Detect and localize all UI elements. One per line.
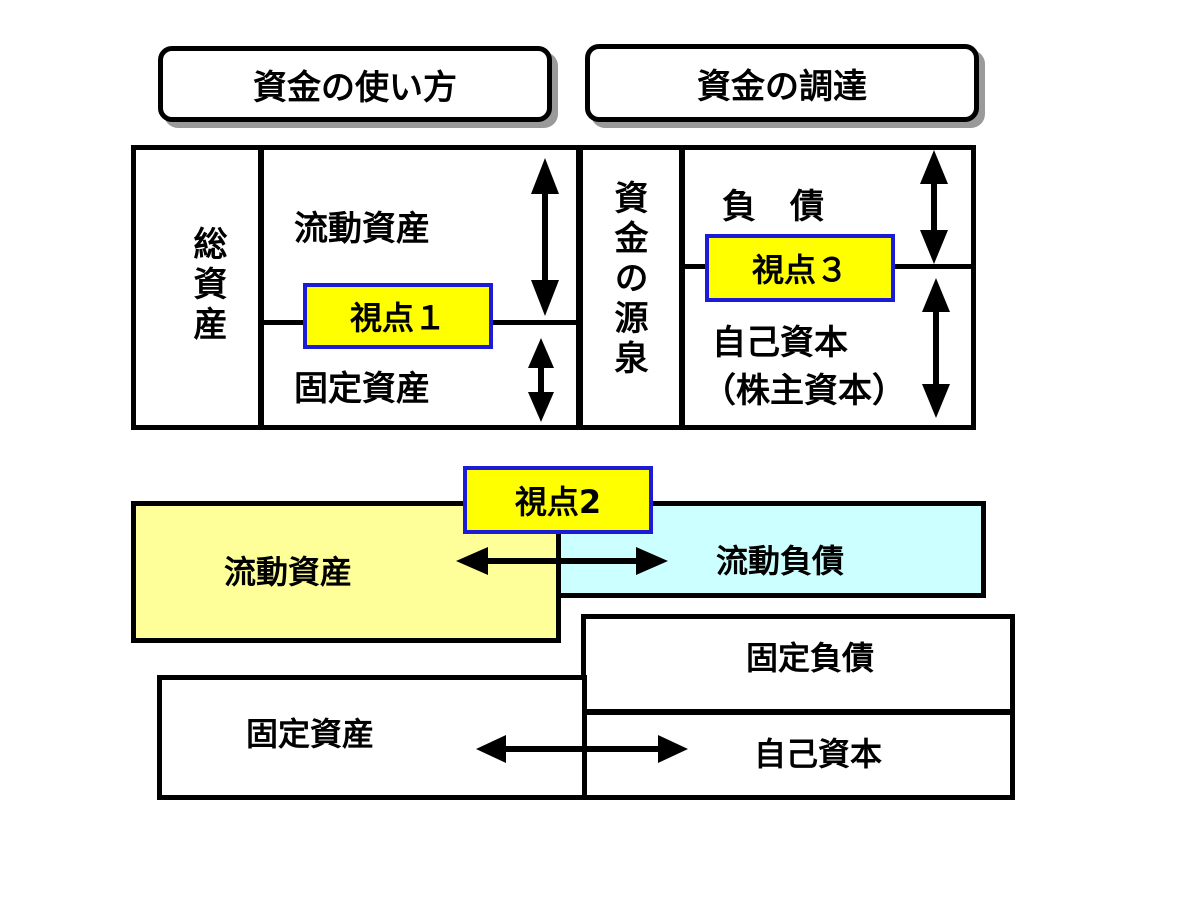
viewpoint-3-badge: 視点３ [705,234,895,302]
fixed-liab-equity-divider [583,709,1013,715]
viewpoint-3-label: 視点３ [751,251,848,289]
bottom-current-assets-label: 流動資産 [224,553,353,591]
uses-of-funds-header: 資金の使い方 [158,46,552,122]
fixed-liabilities-box [581,614,1015,800]
fixed-assets-box [157,675,587,800]
equity-note-label: （株主資本） [702,371,906,411]
viewpoint-1-label: 視点１ [349,299,446,337]
sources-of-funds-header: 資金の調達 [585,44,979,122]
bottom-equity-label: 自己資本 [754,735,883,773]
equity-label: 自己資本 [712,323,848,363]
sources-of-funds-label: 資金の調達 [697,66,867,107]
current-assets-arrow-icon [531,158,559,316]
viewpoint-1-badge: 視点１ [303,283,493,349]
fixed-assets-arrow-icon [528,338,554,422]
liabilities-label: 負 債 [722,187,824,227]
equity-arrow-icon [922,278,950,418]
current-assets-label: 流動資産 [294,209,430,249]
viewpoint-2-label: 視点2 [514,483,602,521]
viewpoint-2-badge: 視点2 [463,466,653,534]
total-assets-label: 総資産 [187,226,227,346]
current-comparison-arrow-icon [456,547,668,575]
bottom-current-liabilities-label: 流動負債 [716,542,845,580]
fixed-comparison-arrow-icon [476,735,688,763]
uses-of-funds-label: 資金の使い方 [253,67,457,108]
bottom-fixed-assets-label: 固定資産 [246,715,375,753]
bottom-fixed-liabilities-label: 固定負債 [746,639,875,677]
assets-divider [258,145,264,430]
source-of-funds-label: 資金の源泉 [608,180,648,380]
sources-divider [679,145,685,430]
liabilities-arrow-icon [920,150,948,264]
fixed-assets-label: 固定資産 [294,369,430,409]
